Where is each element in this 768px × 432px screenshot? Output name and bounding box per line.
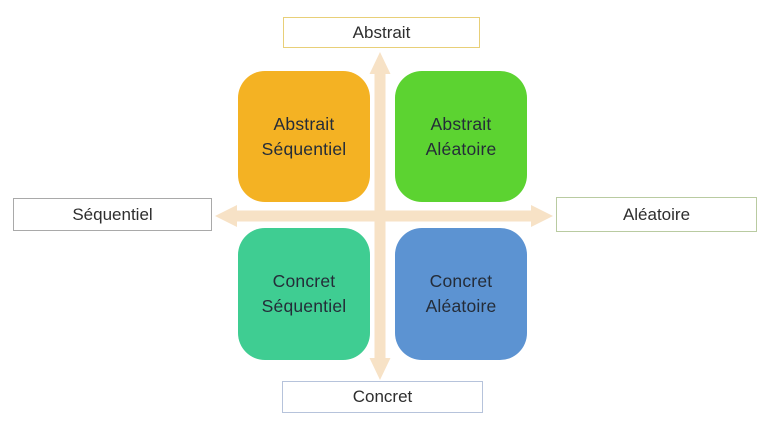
- quadrant-label-line2: Séquentiel: [261, 138, 347, 159]
- quadrant-abstrait-sequentiel: Abstrait Séquentiel: [238, 71, 370, 202]
- quadrant-concret-sequentiel: Concret Séquentiel: [238, 228, 370, 360]
- axis-label-text: Séquentiel: [72, 204, 153, 224]
- quadrant-label-line1: Concret: [272, 271, 336, 291]
- axis-label-text: Abstrait: [352, 22, 411, 42]
- axis-label-abstrait: Abstrait: [283, 17, 480, 48]
- quadrant-label-line2: Séquentiel: [261, 296, 347, 316]
- quadrant-label-line1: Abstrait: [430, 113, 492, 134]
- vertical-axis-arrow-icon: [369, 52, 391, 380]
- axis-label-aleatoire: Aléatoire: [556, 197, 757, 232]
- axis-label-concret: Concret: [282, 381, 483, 413]
- quadrant-concret-aleatoire: Concret Aléatoire: [395, 228, 527, 360]
- axis-label-text: Aléatoire: [622, 204, 691, 224]
- quadrant-abstrait-aleatoire: Abstrait Aléatoire: [395, 71, 527, 202]
- quadrant-label-line1: Abstrait: [273, 113, 335, 134]
- axis-label-sequentiel: Séquentiel: [13, 198, 212, 231]
- quadrant-label-line2: Aléatoire: [425, 138, 497, 159]
- horizontal-axis-arrow-icon: [215, 205, 553, 227]
- quadrant-label-line2: Aléatoire: [425, 296, 497, 316]
- axis-label-text: Concret: [352, 387, 413, 406]
- quadrant-label-line1: Concret: [429, 271, 493, 291]
